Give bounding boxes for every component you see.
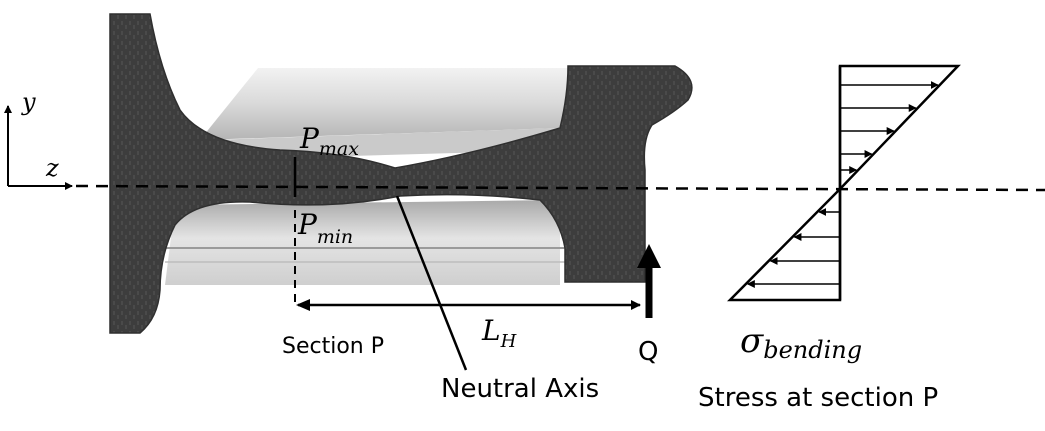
- stress-caption: Stress at section P: [698, 383, 938, 413]
- neutral-axis-label: Neutral Axis: [441, 374, 599, 404]
- rim-body: [165, 68, 569, 285]
- coordinate-axes: y z: [4, 88, 73, 190]
- neutral-axis-leader: [395, 195, 468, 371]
- load-q-arrowhead: [637, 244, 661, 268]
- sigma-bending-label: σbending: [740, 321, 862, 364]
- q-label: Q: [638, 337, 658, 367]
- y-axis-label: y: [21, 88, 36, 116]
- p-max-label: Pmax: [299, 122, 359, 160]
- stress-arrows: [746, 81, 939, 288]
- lh-arrow-left: [296, 299, 310, 311]
- z-axis-label: z: [45, 154, 59, 182]
- stress-triangle-top: [838, 64, 961, 193]
- neutral-axis-line: [75, 184, 1045, 192]
- stress-triangle-bottom: [727, 185, 842, 302]
- stress-distribution: [727, 64, 961, 302]
- p-min-label: Pmin: [297, 208, 353, 248]
- section-p-label: Section P: [282, 334, 384, 359]
- lh-label: LH: [481, 314, 517, 352]
- wheel-cross-section: [109, 13, 693, 334]
